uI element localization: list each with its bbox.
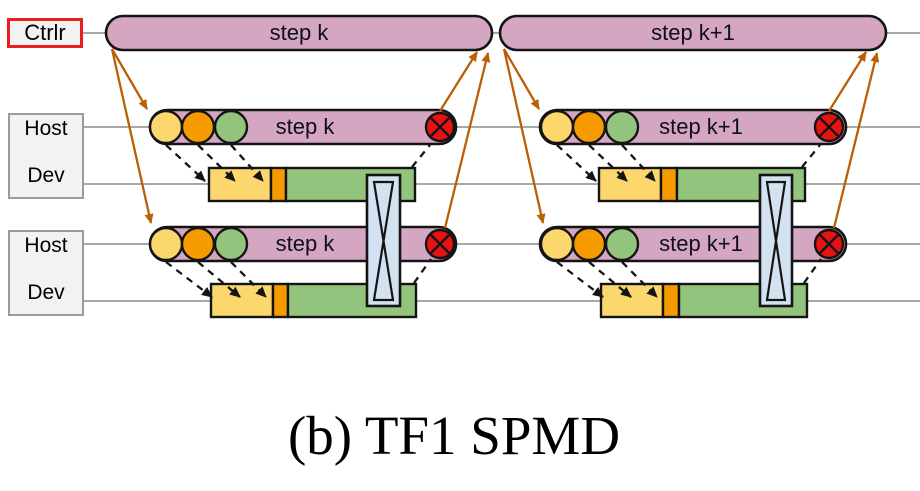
ctrl-dispatch-arrow (502, 48, 546, 224)
dev-label: Dev (27, 164, 65, 187)
dashed-link (803, 258, 822, 284)
worker1-label-box: Host Dev (8, 113, 84, 199)
op-circle-green (604, 109, 640, 145)
dashed-arrow (230, 144, 264, 182)
ctrl-dispatch-arrow (110, 48, 154, 224)
host1-step-k-label: step k (275, 114, 335, 139)
dashed-link (411, 144, 431, 168)
red-circle-x-icon (424, 111, 456, 143)
allreduce-boxes (365, 173, 794, 308)
op-circle-yellow (539, 226, 575, 262)
host2-step-k-label: step k (275, 231, 335, 256)
worker2-label-box: Host Dev (8, 230, 84, 316)
host-label: Host (24, 234, 68, 257)
dev-label: Dev (27, 281, 65, 304)
op-circle-green (213, 226, 249, 262)
dashed-arrow (197, 144, 236, 182)
controller-label: Ctrlr (24, 20, 66, 45)
dashed-arrow (230, 261, 267, 298)
controller-step-k1-label: step k+1 (651, 20, 735, 45)
dev-bar-orange (661, 282, 681, 319)
dashed-arrow (621, 144, 656, 182)
dashed-arrow (621, 261, 658, 298)
completion-dashed-links (411, 144, 822, 284)
dashed-link (413, 258, 432, 284)
ctrl-return-arrow (828, 51, 867, 112)
op-circle-yellow (148, 109, 184, 145)
dev-bar-orange (269, 166, 288, 203)
host-label: Host (24, 117, 68, 140)
host-op-circles (148, 109, 640, 262)
ctrl-dispatch-arrow (503, 48, 540, 110)
dashed-arrow (556, 144, 597, 182)
host1-step-k1-label: step k+1 (659, 114, 743, 139)
op-circle-yellow (539, 109, 575, 145)
dev-bar-orange (271, 282, 290, 319)
red-circle-x-icon (813, 111, 845, 143)
controller-step-k1-pill (498, 14, 888, 52)
controller-step-k-pill (104, 14, 494, 52)
dashed-arrow (588, 261, 632, 298)
dashed-link (801, 144, 821, 168)
dashed-arrow (197, 261, 241, 298)
blocked-op-icons (424, 111, 845, 260)
red-circle-x-icon (813, 228, 845, 260)
dashed-arrow (588, 144, 628, 182)
hourglass-x-box-icon (365, 173, 402, 308)
ctrl-return-arrow (439, 51, 478, 112)
op-dispatch-dashed-arrows (165, 144, 658, 298)
ctrl-dispatch-arrow (111, 48, 148, 110)
op-circle-green (604, 226, 640, 262)
figure-caption: (b) TF1 SPMD (287, 405, 621, 466)
dashed-arrow (165, 261, 213, 298)
dev-bar-yellow (597, 166, 663, 203)
controller-label-box: Ctrlr (7, 18, 83, 48)
dev-bar-yellow (207, 166, 273, 203)
dashed-arrow (556, 261, 604, 298)
op-circle-green (213, 109, 249, 145)
dev-bar-orange (659, 166, 679, 203)
dashed-arrow (165, 144, 206, 182)
hourglass-x-box-icon (758, 173, 794, 308)
host2-step-k1-label: step k+1 (659, 231, 743, 256)
dev-bar-yellow (209, 282, 275, 319)
controller-step-k-label: step k (269, 20, 329, 45)
controller-arrows (110, 48, 880, 229)
dev-bar-yellow (599, 282, 665, 319)
red-circle-x-icon (424, 228, 456, 260)
ctrl-return-arrow (443, 52, 491, 229)
ctrl-return-arrow (832, 52, 880, 229)
op-circle-yellow (148, 226, 184, 262)
